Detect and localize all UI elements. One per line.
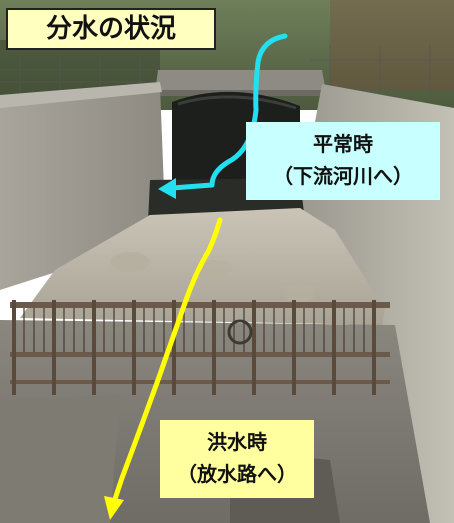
- flood-label-line1: 洪水時: [207, 430, 267, 454]
- flood-label-line2: （放水路へ）: [177, 462, 297, 486]
- normal-flow-arrow: [158, 33, 288, 199]
- trash-rack: [10, 300, 390, 395]
- flood-flow-label: 洪水時 （放水路へ）: [160, 420, 314, 498]
- normal-label-line2: （下流河川へ）: [273, 164, 413, 188]
- bridge-deck: [155, 70, 326, 92]
- page-title: 分水の状況: [6, 8, 216, 50]
- normal-flow-label: 平常時 （下流河川へ）: [246, 122, 440, 200]
- normal-label-line1: 平常時: [313, 132, 373, 156]
- flood-flow-arrow: [104, 217, 223, 520]
